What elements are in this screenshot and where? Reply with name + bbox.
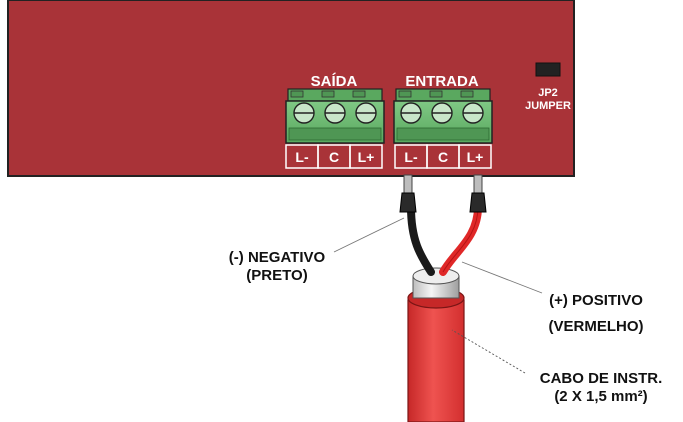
saida-terminal-c: C: [329, 149, 339, 165]
positive-ferrule: [469, 174, 487, 213]
cable-label: CABO DE INSTR.: [540, 370, 663, 387]
positive-label: (+) POSITIVO: [549, 292, 643, 309]
negative-ferrule: [399, 174, 417, 213]
negative-wire: [407, 203, 435, 276]
saida-terminal-l-minus: L-: [295, 149, 309, 165]
instrument-cable: [407, 267, 465, 422]
saida-terminal-labels: L- C L+: [285, 144, 383, 169]
cable-spec-label: (2 X 1,5 mm²): [554, 388, 647, 405]
saida-terminal-l-plus: L+: [358, 149, 375, 165]
entrada-terminal-labels: L- C L+: [394, 144, 492, 169]
negative-leader-line: [333, 217, 405, 253]
positive-color-label: (VERMELHO): [549, 318, 644, 335]
entrada-label: ENTRADA: [405, 73, 478, 90]
entrada-terminal-block: [393, 88, 493, 144]
saida-label: SAÍDA: [311, 73, 358, 90]
entrada-terminal-c: C: [438, 149, 448, 165]
entrada-terminal-l-minus: L-: [404, 149, 418, 165]
negative-label: (-) NEGATIVO: [229, 249, 326, 266]
jumper-id-label: JP2: [538, 87, 558, 99]
saida-terminal-block: [285, 88, 385, 144]
jumper-label: JUMPER: [525, 100, 571, 112]
jumper-jp2: [535, 62, 561, 77]
negative-color-label: (PRETO): [246, 267, 307, 284]
entrada-terminal-l-plus: L+: [467, 149, 484, 165]
positive-leader-line: [461, 261, 543, 294]
circuit-board: [7, 0, 575, 177]
positive-wire: [439, 203, 482, 276]
